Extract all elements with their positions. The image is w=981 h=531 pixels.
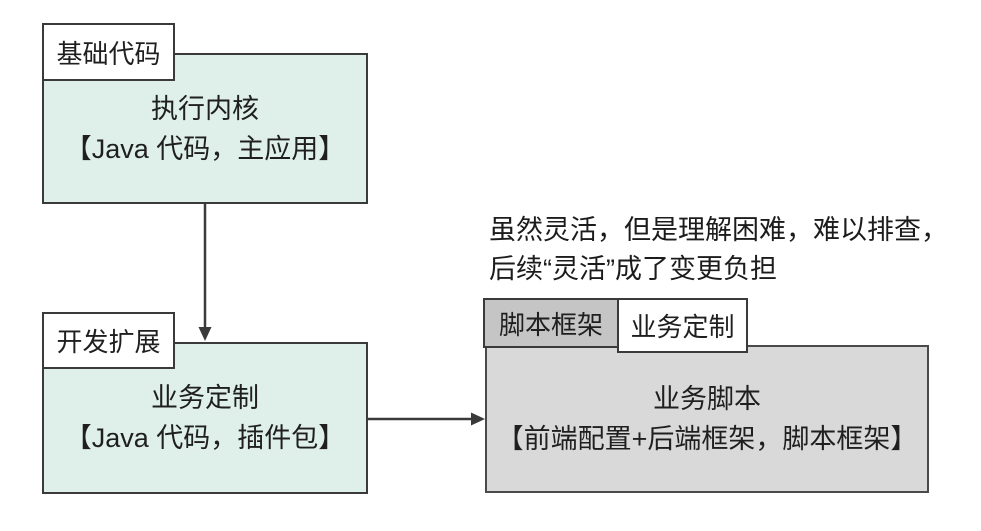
arrow-dev-to-script <box>368 412 485 426</box>
tab-business-custom-label: 业务定制 <box>630 312 735 342</box>
node-execution-kernel-subtitle: 【Java 代码，主应用】 <box>64 133 346 164</box>
annotation-note: 虽然灵活，但是理解困难，难以排查， 后续“灵活”成了变更负担 <box>489 211 959 289</box>
tag-dev-extend-label: 开发扩展 <box>56 327 161 357</box>
node-business-script-subtitle: 【前端配置+后端框架，脚本框架】 <box>496 424 918 454</box>
node-business-script: 业务脚本 【前端配置+后端框架，脚本框架】 <box>485 345 929 493</box>
node-execution-kernel-title: 执行内核 <box>151 93 259 124</box>
tab-business-custom: 业务定制 <box>617 298 748 353</box>
node-business-script-title: 业务脚本 <box>653 384 761 414</box>
annotation-note-line1: 虽然灵活，但是理解困难，难以排查， <box>489 215 948 245</box>
node-business-custom-title: 业务定制 <box>151 383 259 413</box>
tag-base-code-label: 基础代码 <box>56 38 161 69</box>
node-business-custom-subtitle: 【Java 代码，插件包】 <box>64 423 346 453</box>
annotation-note-line2: 后续“灵活”成了变更负担 <box>489 254 777 284</box>
node-business-custom: 业务定制 【Java 代码，插件包】 <box>42 342 368 494</box>
tab-script-framework: 脚本框架 <box>483 298 619 348</box>
tab-script-framework-label: 脚本框架 <box>498 309 603 340</box>
arrow-base-to-dev <box>198 203 212 341</box>
tag-base-code: 基础代码 <box>42 23 175 81</box>
tag-dev-extend: 开发扩展 <box>42 312 175 369</box>
